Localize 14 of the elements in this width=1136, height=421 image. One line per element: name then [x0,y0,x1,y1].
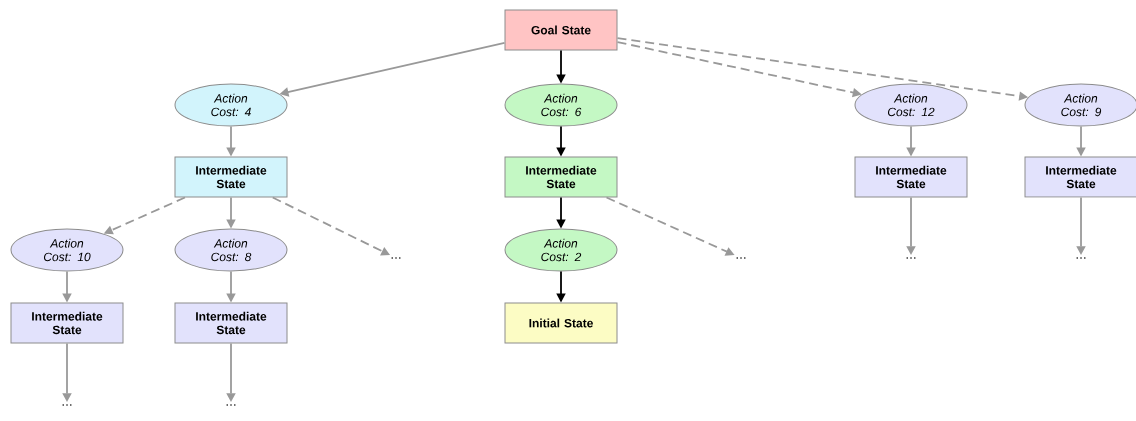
state-box: Intermediate State [174,302,288,344]
ellipsis-text: … [1076,257,1086,259]
ellipsis-text: … [62,404,72,406]
ellipsis-text: … [906,257,916,259]
state-box: Intermediate State [174,156,288,198]
ellipsis-text: … [736,257,746,259]
state-box: Intermediate State [854,156,968,198]
ellipsis-text: … [391,257,401,259]
state-box: Goal State [504,9,618,51]
state-box: Intermediate State [504,156,618,198]
state-box: Intermediate State [10,302,124,344]
state-box: Intermediate State [1024,156,1136,198]
state-box: Initial State [504,302,618,344]
ellipsis-text: … [226,404,236,406]
